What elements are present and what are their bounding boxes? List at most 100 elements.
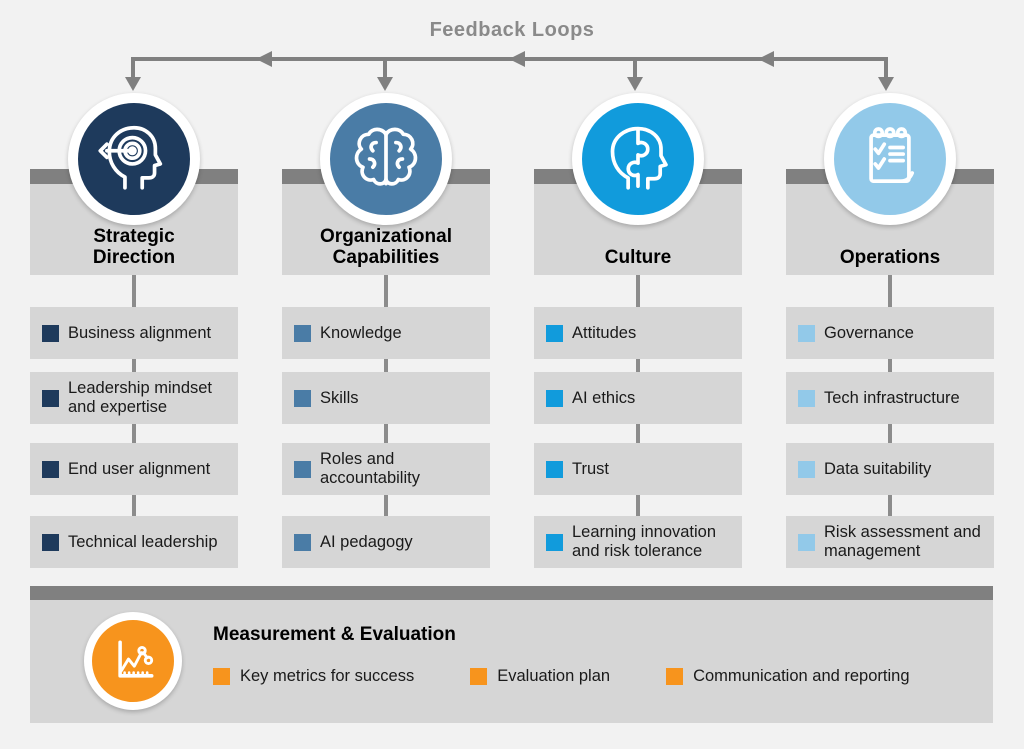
bullet-square-icon	[546, 460, 563, 478]
feedback-loops-title: Feedback Loops	[429, 19, 595, 41]
bullet-square-icon	[546, 533, 563, 551]
connector-line	[384, 275, 388, 307]
list-item-label: Risk assessment and management	[824, 523, 981, 560]
measurement-items: Key metrics for success Evaluation plan …	[213, 667, 910, 686]
list-item: AI pedagogy	[282, 516, 490, 568]
connector-line	[636, 359, 640, 372]
left-arrowhead-icon	[256, 51, 272, 67]
list-item: Technical leadership	[30, 516, 238, 568]
list-item-label: Attitudes	[572, 323, 637, 342]
list-item: Attitudes	[534, 307, 742, 359]
connector-line	[636, 495, 640, 516]
measurement-evaluation-section: Measurement & Evaluation Key metrics for…	[30, 586, 993, 723]
list-item-label: Key metrics for success	[240, 667, 415, 685]
list-item: Roles and accountability	[282, 443, 490, 495]
connector-line	[636, 424, 640, 443]
list-item: Data suitability	[786, 443, 994, 495]
connector-line	[888, 495, 892, 516]
list-item-label: AI pedagogy	[320, 532, 413, 551]
pillar-items: Governance Tech infrastructure Data suit…	[786, 307, 994, 568]
bullet-square-icon	[213, 668, 230, 685]
measurement-content: Measurement & Evaluation Key metrics for…	[213, 624, 910, 686]
list-item-label: AI ethics	[572, 388, 636, 407]
list-item-label: Technical leadership	[68, 532, 218, 551]
list-item: Governance	[786, 307, 994, 359]
list-item: Risk assessment and management	[786, 516, 994, 568]
down-arrowhead-icon	[125, 77, 141, 91]
list-item-label: Knowledge	[320, 323, 402, 342]
bullet-square-icon	[42, 389, 59, 407]
list-item-label: Leadership mindset and expertise	[68, 379, 213, 416]
bullet-square-icon	[470, 668, 488, 685]
list-item-label: Learning innovation and risk tolerance	[572, 523, 717, 560]
list-item: Tech infrastructure	[786, 372, 994, 424]
bullet-square-icon	[42, 460, 59, 478]
bullet-square-icon	[546, 324, 563, 342]
bullet-square-icon	[798, 533, 815, 551]
connector-line	[132, 495, 136, 516]
connector-line	[888, 275, 892, 307]
pillar-items: Knowledge Skills Roles and accountabilit…	[282, 307, 490, 568]
bullet-square-icon	[798, 460, 815, 478]
connector-line	[132, 424, 136, 443]
bullet-square-icon	[546, 389, 563, 407]
bullet-square-icon	[294, 324, 311, 342]
bullet-square-icon	[294, 389, 311, 407]
list-item: Trust	[534, 443, 742, 495]
connector-line	[888, 359, 892, 372]
list-item: Communication and reporting	[666, 667, 910, 686]
feedback-loops-arrows	[125, 51, 894, 91]
down-arrowhead-icon	[377, 77, 393, 91]
connector-line	[384, 495, 388, 516]
pillar-title: Organizational Capabilities	[320, 226, 452, 268]
bullet-square-icon	[294, 460, 311, 478]
connector-line	[132, 359, 136, 372]
pillar-items: Attitudes AI ethics Trust Learning innov…	[534, 307, 742, 568]
list-item-label: End user alignment	[68, 459, 211, 478]
connector-line	[132, 275, 136, 307]
list-item: AI ethics	[534, 372, 742, 424]
head-target-icon	[68, 93, 200, 225]
bullet-square-icon	[798, 389, 815, 407]
down-arrowhead-icon	[878, 77, 894, 91]
head-puzzle-icon	[572, 93, 704, 225]
down-arrowhead-icon	[627, 77, 643, 91]
bullet-square-icon	[666, 668, 684, 685]
list-item-label: Tech infrastructure	[824, 388, 960, 407]
checklist-icon	[824, 93, 956, 225]
list-item: Business alignment	[30, 307, 238, 359]
list-item: Knowledge	[282, 307, 490, 359]
measurement-title: Measurement & Evaluation	[213, 624, 456, 645]
brain-icon	[320, 93, 452, 225]
list-item: Evaluation plan	[470, 667, 610, 686]
bullet-square-icon	[798, 324, 815, 342]
list-item: Skills	[282, 372, 490, 424]
bullet-square-icon	[42, 533, 59, 551]
list-item-label: Roles and accountability	[320, 450, 420, 487]
pillar-header: Organizational Capabilities	[282, 184, 490, 275]
connector-line	[636, 275, 640, 307]
list-item-label: Skills	[320, 388, 359, 407]
connector-line	[384, 359, 388, 372]
list-item: Learning innovation and risk tolerance	[534, 516, 742, 568]
list-item-label: Data suitability	[824, 459, 932, 478]
list-item: Key metrics for success	[213, 667, 414, 686]
pillar-title: Strategic Direction	[92, 226, 176, 268]
list-item-label: Governance	[824, 323, 914, 342]
bullet-square-icon	[42, 324, 59, 342]
list-item-label: Business alignment	[68, 323, 212, 342]
list-item-label: Trust	[572, 459, 609, 478]
pillar-header: Culture	[534, 184, 742, 275]
list-item: Leadership mindset and expertise	[30, 372, 238, 424]
pillar-title: Culture	[604, 247, 672, 268]
bullet-square-icon	[294, 533, 311, 551]
left-arrowhead-icon	[758, 51, 774, 67]
list-item: End user alignment	[30, 443, 238, 495]
section-bar	[30, 586, 993, 600]
left-arrowhead-icon	[509, 51, 525, 67]
list-item-label: Evaluation plan	[497, 667, 611, 685]
pillar-header: Operations	[786, 184, 994, 275]
section-box: Measurement & Evaluation Key metrics for…	[30, 600, 993, 723]
connector-line	[384, 424, 388, 443]
